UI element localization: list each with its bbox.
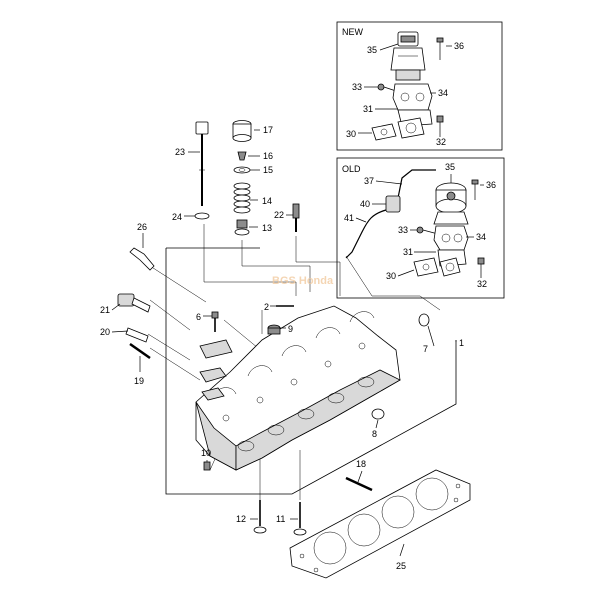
callout-16: 16 xyxy=(263,151,273,161)
new-callout-36: 36 xyxy=(454,41,464,51)
new-callout-31: 31 xyxy=(363,104,373,114)
new-box-title: NEW xyxy=(342,27,364,37)
valve-train-stack xyxy=(184,120,300,236)
old-callout-40: 40 xyxy=(360,199,370,209)
new-callout-30: 30 xyxy=(346,129,356,139)
center-small-parts xyxy=(203,305,435,471)
cam-cap-parts xyxy=(199,339,233,401)
callout-25: 25 xyxy=(396,561,406,571)
spring-retainer-part-15 xyxy=(233,166,251,174)
callout-11: 11 xyxy=(276,514,285,524)
valve-part-12 xyxy=(253,500,267,534)
callout-9: 9 xyxy=(288,324,293,334)
callout-24: 24 xyxy=(172,212,182,222)
old-callout-31: 31 xyxy=(403,247,413,257)
stud-part-19 xyxy=(129,342,151,360)
callout-19: 19 xyxy=(134,376,144,386)
left-side-parts xyxy=(111,233,233,401)
callout-14: 14 xyxy=(262,196,272,206)
old-callout-41: 41 xyxy=(344,213,354,223)
new-egr-valve-box: NEW xyxy=(336,21,503,151)
fitting-part-20 xyxy=(125,327,149,343)
valve-part-11 xyxy=(293,502,307,536)
callout-6: 6 xyxy=(196,312,201,322)
tappet-part-17 xyxy=(232,120,252,142)
callout-21: 21 xyxy=(100,305,110,315)
callout-7: 7 xyxy=(423,344,428,354)
callout-17: 17 xyxy=(263,125,273,135)
old-sensor-harness-part-37-40-41 xyxy=(345,169,436,259)
callout-15: 15 xyxy=(263,165,273,175)
callout-22: 22 xyxy=(274,210,284,220)
old-box-title: OLD xyxy=(342,164,361,174)
plug-part-8 xyxy=(371,408,385,420)
seal-part-9 xyxy=(267,324,281,335)
callout-1: 1 xyxy=(459,338,464,348)
sensor-part-21 xyxy=(117,293,151,313)
new-bolt-part-32 xyxy=(436,115,444,134)
old-egr-valve-part-35 xyxy=(433,182,469,225)
new-callout-34: 34 xyxy=(438,88,448,98)
valves-and-stud xyxy=(250,470,373,536)
new-gasket-part-30 xyxy=(371,117,425,141)
valve-stem-seal-part-13 xyxy=(234,219,250,236)
plug-part-26 xyxy=(129,247,155,271)
old-callout-37: 37 xyxy=(364,176,374,186)
new-bolt-part-36 xyxy=(436,37,444,60)
old-bolt-part-36 xyxy=(471,179,479,200)
old-callout-34: 34 xyxy=(476,232,486,242)
old-gasket-part-30 xyxy=(413,257,461,277)
watermark-text: BGS Honda xyxy=(272,275,334,287)
callout-2: 2 xyxy=(264,302,269,312)
old-callout-32: 32 xyxy=(477,279,487,289)
old-callout-33: 33 xyxy=(398,225,408,235)
old-callout-30: 30 xyxy=(386,271,396,281)
head-bolt-part-23 xyxy=(195,121,209,206)
old-callout-35: 35 xyxy=(445,162,455,172)
plug-part-7 xyxy=(418,313,430,327)
head-gasket-part-25 xyxy=(289,469,471,579)
new-egr-valve-part-35 xyxy=(390,31,426,81)
callout-labels: 1 2 6 7 8 9 10 11 12 13 14 15 16 17 18 1… xyxy=(100,41,496,571)
callout-18: 18 xyxy=(356,459,366,469)
callout-20: 20 xyxy=(100,327,110,337)
valve-keeper-part-16 xyxy=(237,151,247,161)
old-bolt-part-32 xyxy=(477,257,485,276)
old-egr-valve-box: OLD xyxy=(336,157,505,299)
callout-23: 23 xyxy=(175,147,185,157)
valve-spring-part-14 xyxy=(233,182,251,214)
callout-10: 10 xyxy=(201,448,211,458)
new-callout-33: 33 xyxy=(352,82,362,92)
cylinder-head-part-1 xyxy=(195,305,401,471)
callout-8: 8 xyxy=(372,429,377,439)
old-callout-36: 36 xyxy=(486,180,496,190)
new-callout-32: 32 xyxy=(436,137,446,147)
callout-13: 13 xyxy=(262,223,272,233)
callout-12: 12 xyxy=(236,514,246,524)
plug-part-10 xyxy=(203,461,211,471)
new-callout-35: 35 xyxy=(367,45,377,55)
callout-26: 26 xyxy=(137,222,147,232)
cylinder-head-frame xyxy=(165,247,457,495)
bolt-part-6 xyxy=(211,311,219,332)
new-bolt-part-33 xyxy=(377,83,397,92)
washer-part-24 xyxy=(194,212,210,220)
stud-part-18 xyxy=(345,476,373,492)
stud-part-22 xyxy=(292,203,300,232)
